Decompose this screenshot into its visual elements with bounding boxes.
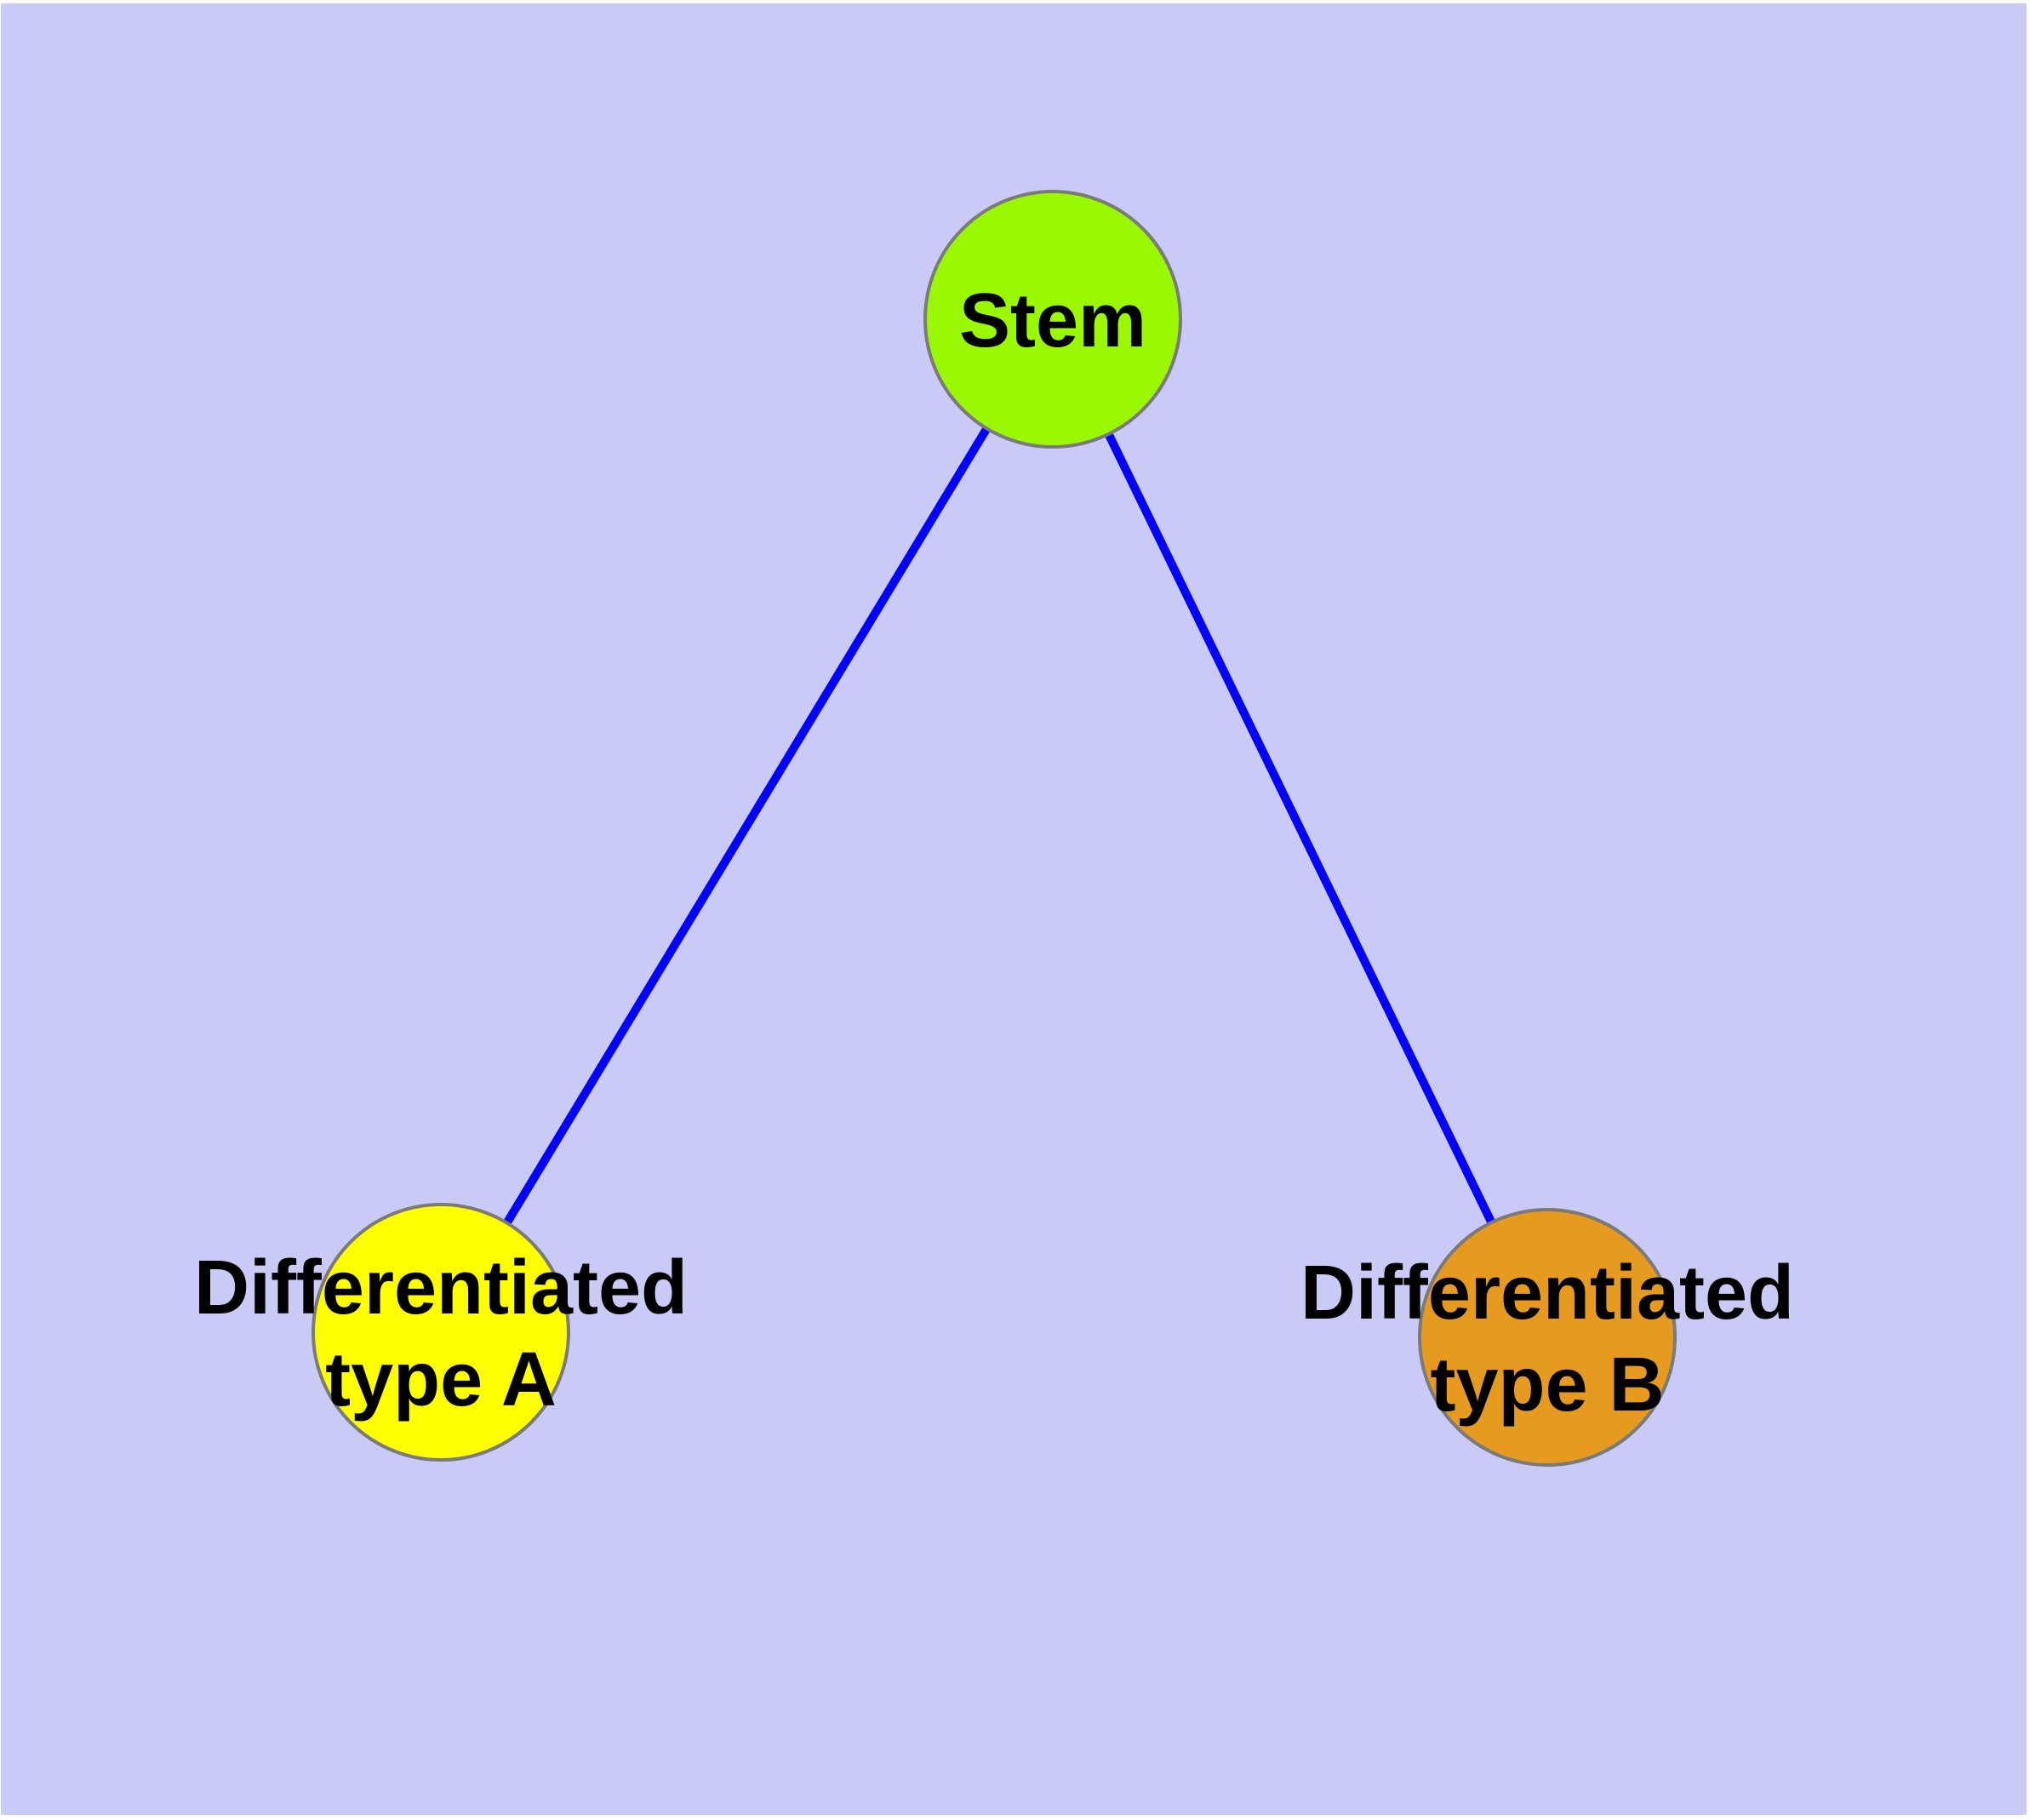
node-typeA — [311, 1203, 570, 1462]
edge-stem-typeB — [1049, 317, 1552, 1340]
edge-stem-typeA — [437, 317, 1057, 1335]
node-stem — [923, 190, 1182, 449]
node-label-typeA-line1: Differentiated — [194, 1245, 688, 1331]
node-label-stem-line1: Stem — [959, 278, 1146, 363]
node-typeB — [1418, 1208, 1677, 1467]
node-label-typeB-line2: type B — [1430, 1342, 1664, 1428]
node-label-typeA-line2: type A — [325, 1337, 557, 1422]
node-label-typeB-line1: Differentiated — [1300, 1251, 1794, 1336]
